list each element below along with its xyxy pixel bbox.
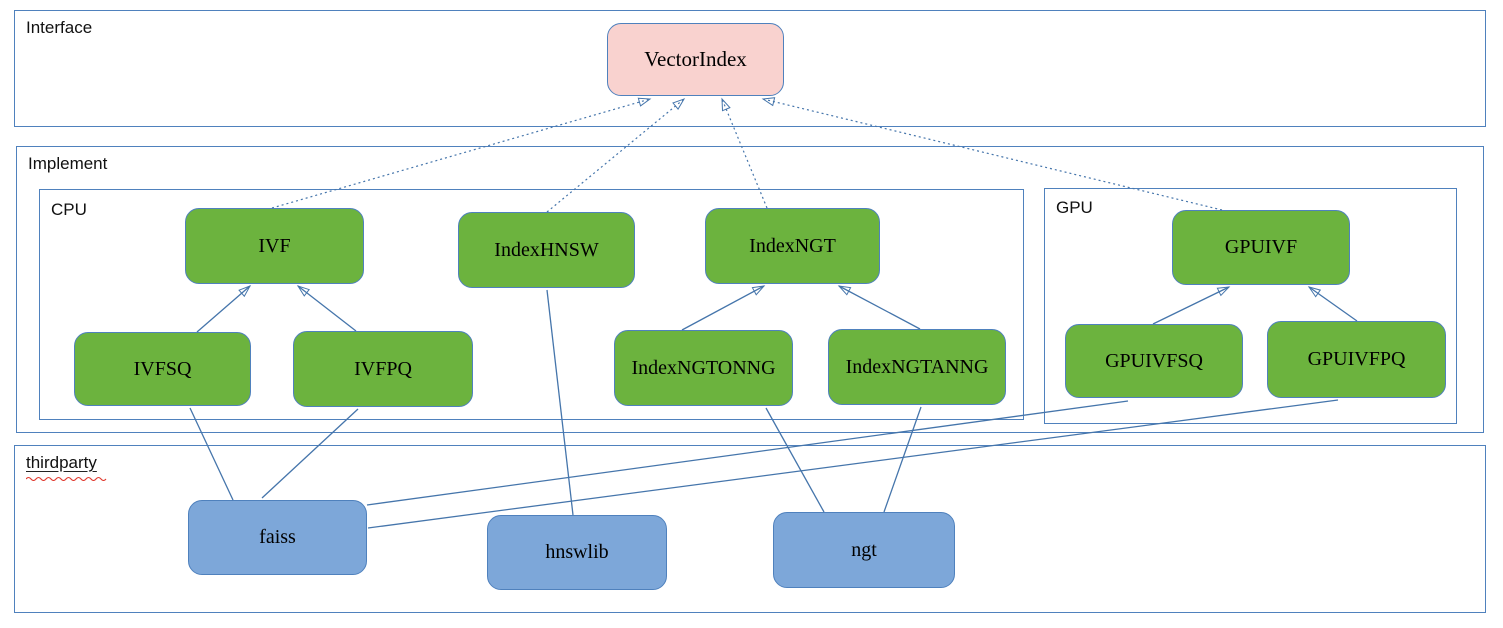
container-implement-label: Implement — [28, 154, 108, 173]
node-gpuivf-label: GPUIVF — [1224, 236, 1298, 258]
node-faiss[interactable]: faiss — [188, 500, 367, 575]
node-vectorindex-label: VectorIndex — [644, 47, 747, 71]
container-thirdparty-label-text: thirdparty — [26, 453, 97, 472]
node-gpuivfsq-label: GPUIVFSQ — [1105, 349, 1203, 372]
container-interface-label: Interface — [26, 18, 93, 37]
node-gpuivf[interactable]: GPUIVF — [1172, 210, 1350, 285]
node-ivfsq-label: IVFSQ — [133, 357, 192, 380]
node-ngt-label: ngt — [851, 538, 877, 561]
node-ivfpq[interactable]: IVFPQ — [293, 331, 473, 407]
node-indexngt-label: IndexNGT — [749, 234, 836, 257]
node-indexhnsw[interactable]: IndexHNSW — [458, 212, 635, 288]
node-gpuivfsq[interactable]: GPUIVFSQ — [1065, 324, 1243, 398]
node-ivfpq-label: IVFPQ — [354, 357, 412, 380]
node-gpuivfpq-label: GPUIVFPQ — [1307, 348, 1406, 370]
node-hnswlib-label: hnswlib — [545, 541, 609, 563]
container-cpu-label: CPU — [51, 200, 87, 219]
container-gpu-label: GPU — [1056, 198, 1093, 217]
node-ivf[interactable]: IVF — [185, 208, 364, 284]
node-indexngt[interactable]: IndexNGT — [705, 208, 880, 284]
node-faiss-label: faiss — [259, 526, 296, 548]
node-ngt[interactable]: ngt — [773, 512, 955, 588]
node-vectorindex[interactable]: VectorIndex — [607, 23, 784, 96]
node-ivf-label: IVF — [258, 234, 291, 257]
spellcheck-squiggle-icon — [26, 476, 107, 481]
container-thirdparty-label: thirdparty — [26, 453, 107, 481]
node-hnswlib[interactable]: hnswlib — [487, 515, 667, 590]
node-indexngtonng-label: IndexNGTONNG — [631, 356, 776, 379]
node-indexngtanng[interactable]: IndexNGTANNG — [828, 329, 1006, 405]
node-indexngtonng[interactable]: IndexNGTONNG — [614, 330, 793, 406]
node-indexhnsw-label: IndexHNSW — [494, 238, 599, 261]
node-ivfsq[interactable]: IVFSQ — [74, 332, 251, 406]
node-gpuivfpq[interactable]: GPUIVFPQ — [1267, 321, 1446, 398]
node-indexngtanng-label: IndexNGTANNG — [845, 355, 989, 378]
